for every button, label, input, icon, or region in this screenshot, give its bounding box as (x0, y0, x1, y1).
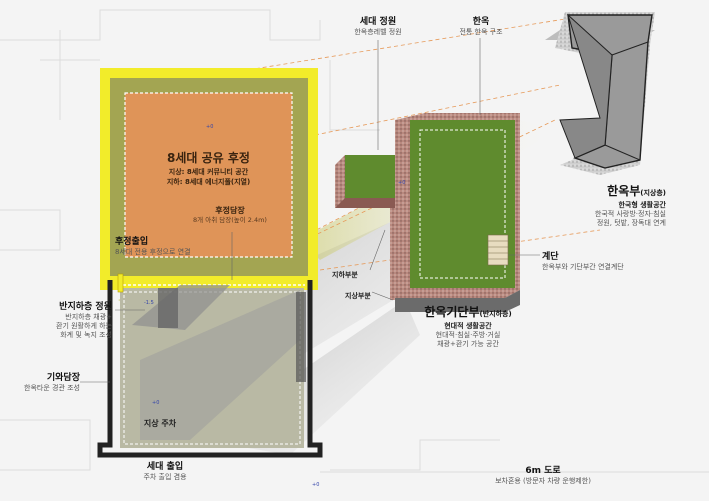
back-wall-title: 후정담장 (215, 206, 245, 215)
household-garden-title: 세대 정원 (359, 17, 397, 27)
road-desc: 보차혼용 (방문자 차량 운행제한) (495, 477, 591, 485)
parking-label: 지상 주차 (130, 418, 190, 429)
level-mark-basement-garden: -1.5 (144, 300, 154, 306)
back-entrance-desc: 8세대 전용 후정으로 연결 (115, 248, 191, 256)
tile-wall-label: 기와담장 한옥타운 경관 조성 (6, 372, 80, 393)
tile-wall-title: 기와담장 (46, 373, 80, 383)
semi-basement-garden-line2: 환기 원활하게 하는 (56, 322, 112, 330)
road-label: 6m 도로 보차혼용 (방문자 차량 운행제한) (478, 465, 608, 486)
hanok-base-line1: 현대적 생활공간 (444, 322, 492, 330)
hanok-base-line3: 채광+환기 가능 공간 (437, 340, 499, 348)
hanok-base-line2: 현대적·침실·주방·거실 (435, 331, 501, 339)
hanok-base-label: 한옥기단부(반지하층) 현대적 생활공간 현대적·침실·주방·거실 채광+환기 … (408, 305, 528, 349)
stairs-title: 계단 (542, 252, 559, 262)
hanok-part-title-line: 한옥부(지상층) (560, 184, 666, 201)
level-mark-garden: +0 (398, 180, 406, 186)
courtyard-orange-area (124, 92, 293, 258)
back-entrance-marker (117, 273, 124, 293)
hanok-part-line2: 한국적 사랑방·정자·침실 (594, 210, 666, 218)
courtyard-line2: 지하: 8세대 에너지풀(지열) (166, 178, 251, 186)
semi-basement-garden-line3: 화계 및 녹지 조성 (60, 331, 112, 339)
level-mark-parking: +0 (152, 400, 160, 406)
hanok-part-line1: 한국형 생활공간 (618, 201, 666, 209)
unit-entrance-desc: 주차 출입 겸용 (143, 473, 187, 481)
back-wall-desc: 8개 아취 담장(높이 2.4m) (193, 216, 267, 224)
hanok-part-title: 한옥부 (607, 184, 641, 198)
household-garden-desc: 한옥층레벨 정원 (354, 28, 402, 36)
underground-part-label: 지하부분 (332, 271, 358, 279)
hanok-part-suffix: (지상층) (640, 189, 666, 197)
hanok-label: 한옥 전통 한옥 구조 (446, 16, 516, 37)
hanok-title: 한옥 (472, 17, 490, 27)
household-garden-label: 세대 정원 한옥층레벨 정원 (340, 16, 416, 37)
hanok-base-title-line: 한옥기단부(반지하층) (408, 305, 528, 322)
hanok-part-line3: 정원, 텃밭, 장독대 연계 (596, 219, 666, 227)
stairs-label: 계단 한옥부와 기단부간 연결계단 (542, 251, 624, 272)
building-outline (97, 280, 323, 458)
semi-basement-garden-line1: 반지하층 채광+ (65, 313, 112, 321)
stairs-drawing (487, 234, 540, 266)
tile-wall-desc: 한옥타운 경관 조성 (24, 384, 80, 392)
hanok-desc: 전통 한옥 구조 (459, 28, 503, 36)
hanok-part-label: 한옥부(지상층) 한국형 생활공간 한국적 사랑방·정자·침실 정원, 텃밭, … (560, 184, 666, 228)
unit-entrance-label: 세대 출입 주차 출입 겸용 (120, 461, 210, 482)
parking-title: 지상 주차 (143, 419, 177, 428)
courtyard-title: 8세대 공유 후정 (167, 151, 250, 165)
level-mark-courtyard: +0 (206, 124, 214, 130)
background-site-lines (0, 9, 500, 471)
courtyard-label-block: 8세대 공유 후정 지상: 8세대 커뮤니티 공간 지하: 8세대 에너지풀(지… (125, 150, 292, 187)
courtyard-line1: 지상: 8세대 커뮤니티 공간 (168, 168, 249, 176)
level-mark-road: +0 (312, 482, 320, 488)
leader-lines (80, 38, 481, 383)
hanok-base-block (395, 113, 520, 312)
unit-entrance-title: 세대 출입 (146, 462, 184, 472)
ground-part-label: 지상부분 (345, 292, 371, 300)
semi-basement-garden-label: 반지하층 정원 반지하층 채광+ 환기 원활하게 하는 화계 및 녹지 조성 (6, 301, 112, 340)
road-title: 6m 도로 (525, 466, 561, 476)
back-wall-label-block: 후정담장 8개 아취 담장(높이 2.4m) (150, 205, 310, 225)
hanok-roof (545, 12, 655, 175)
back-entrance-label: 후정출입 8세대 전용 후정으로 연결 (115, 236, 191, 257)
stairs-desc: 한옥부와 기단부간 연결계단 (542, 263, 624, 271)
back-entrance-title: 후정출입 (115, 237, 149, 247)
semi-basement-garden-title: 반지하층 정원 (59, 302, 112, 312)
hanok-base-suffix: (반지하층) (479, 310, 512, 318)
hanok-base-title: 한옥기단부 (424, 305, 480, 319)
